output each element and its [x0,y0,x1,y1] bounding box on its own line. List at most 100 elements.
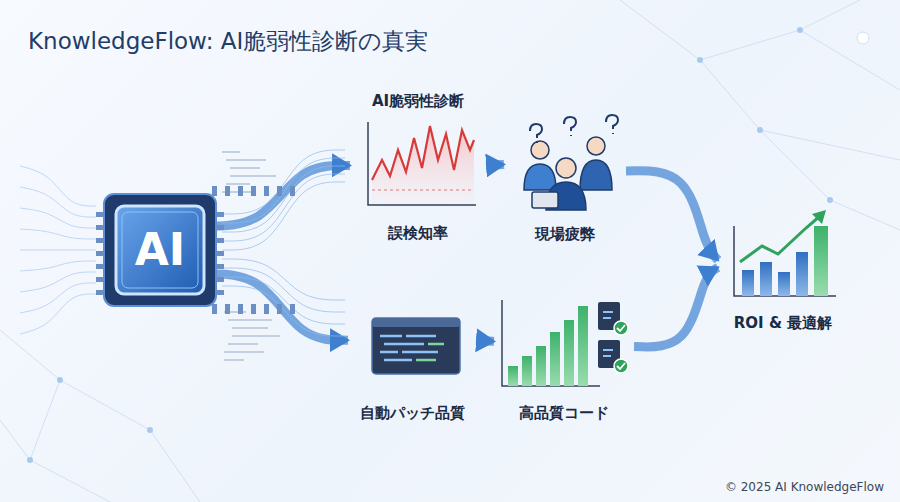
illustration-part [620,0,900,230]
illustration-part [536,346,546,386]
illustration-part [697,57,703,63]
illustration-part [20,166,96,206]
illustration-part [416,344,444,360]
node-label: ROI & 最適解 [718,314,848,332]
node-label: AI [116,224,204,277]
circuit-wires [20,150,345,336]
illustration-part [290,186,295,196]
illustration-part [224,312,280,360]
illustration-part [238,186,243,196]
illustration-part [20,229,96,239]
illustration-part [508,366,518,386]
illustration-part [797,27,803,33]
illustration-part [578,306,588,386]
illustration-part [372,126,474,180]
illustration-part [614,359,628,373]
illustration-part [277,186,282,196]
illustration-part [212,186,217,196]
ai-chip: AI [116,210,204,290]
node-label: 誤検知率 [350,224,486,242]
illustration-part [617,363,625,369]
illustration-part [20,283,96,313]
illustration-part [222,277,345,324]
roi-chart [734,210,836,296]
illustration-part [778,272,790,296]
illustration-part [20,261,96,271]
illustration-part [760,262,772,296]
flow-arrow [634,268,718,347]
illustration-part [264,304,269,314]
illustration-part [104,194,216,306]
illustration-part [617,325,625,331]
false-positive-chart [368,122,476,205]
node-label: 高品質コード [494,404,634,422]
illustration-part [372,126,474,204]
illustration-part [368,122,476,205]
node-label: 現場疲弊 [504,225,626,243]
illustration-part [564,117,576,136]
illustration-part [277,304,282,314]
network-dots [27,27,869,463]
illustration-part [603,312,613,318]
illustration-part [603,350,613,356]
quality-bar-chart: 高品質コード [494,292,634,422]
illustration-part [742,270,754,296]
illustration-part [372,190,474,191]
illustration-part [290,304,295,314]
illustration-part [20,272,96,292]
illustration-part [251,304,256,314]
flow-arrow [626,171,718,260]
illustration-part [372,318,460,374]
illustration-part [532,192,558,208]
copyright-caption: © 2025 AI KnowledgeFlow [725,480,884,494]
illustration-part [222,150,345,214]
node-heading: AI脆弱性診断 [350,92,486,110]
code-window [372,318,460,374]
node-label: 自動パッチ品質 [348,404,476,422]
illustration-part [225,304,230,314]
illustration-part [238,304,243,314]
illustration-part [812,210,826,224]
illustration-part [550,332,560,386]
illustration-part [57,377,63,383]
diagram-title: KnowledgeFlow: AI脆弱性診断の真実 [28,26,428,57]
illustration-part [734,226,836,296]
illustration-part [27,457,33,463]
illustration-part [606,115,618,134]
illustration-part [757,127,763,133]
illustration-part [222,259,345,300]
illustration-part [147,427,153,433]
quality-bar-chart [502,300,628,386]
illustration-part [0,330,200,502]
vulnerability-chart: AI脆弱性診断誤検知率 [350,92,486,242]
patch-code-window: 自動パッチ品質 [348,310,476,422]
illustration-part [225,186,230,196]
illustration-part [531,141,549,159]
illustration-part [814,226,828,296]
illustration-part [530,124,542,143]
code-snippet [222,152,280,360]
illustration-part [20,294,96,334]
illustration-part [20,187,96,217]
illustration-part [614,321,628,335]
illustration-part [522,356,532,386]
illustration-part [580,160,612,190]
illustration-part [372,318,460,327]
illustration-part [222,182,345,250]
illustration-part [264,186,269,196]
ai-chip [96,186,295,314]
illustration-part [564,320,574,386]
illustration-part [827,197,833,203]
illustration-part [251,186,256,196]
illustration-part [524,164,556,190]
illustration-part [502,300,600,386]
fatigue-figure: 現場疲弊 [504,112,626,243]
illustration-part [212,304,217,314]
illustration-part [380,336,438,360]
flow-arrow [476,340,494,341]
illustration-part [796,252,808,296]
confused-people [524,115,618,210]
illustration-part [587,137,605,155]
illustration-part [740,216,820,262]
